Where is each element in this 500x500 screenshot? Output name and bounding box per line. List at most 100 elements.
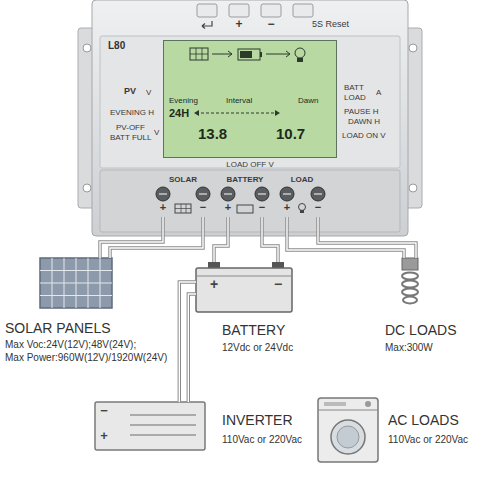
bulb-base: [402, 258, 418, 270]
controller-housing: [92, 0, 408, 236]
indicator-label: PAUSE H: [344, 107, 379, 116]
solar-cell-grid: [40, 258, 112, 308]
indicator-label: PV-OFF: [116, 123, 145, 132]
polarity-sign: −: [200, 201, 206, 214]
node-text: Max Voc:24V(12V);48V(24V);: [5, 339, 136, 351]
terminal-bulb-icon: [299, 204, 306, 211]
lcd-fill: [163, 40, 337, 158]
wire-pair: [287, 236, 416, 258]
lcd-timeline: [196, 113, 278, 114]
node-text: Interval: [226, 96, 252, 105]
wire-outline: [318, 236, 416, 258]
node-text: Dawn: [298, 96, 318, 105]
button-symbol: −: [267, 18, 274, 32]
inverter-group: INVERTER 110Vac or 220Vac: [95, 402, 313, 452]
unit-label: V: [154, 128, 159, 137]
indicator-label: BATT FULL: [110, 133, 152, 142]
terminal-band: [100, 170, 400, 232]
indicator-label: BATT: [344, 83, 364, 92]
indicator-label: EVENING H: [110, 108, 154, 117]
terminal-label: BATTERY: [227, 175, 264, 184]
terminal-bulb-base: [300, 210, 304, 213]
unit-label: V: [146, 88, 151, 97]
polarity-sign: −: [315, 201, 321, 214]
lcd-panel-icon: [190, 48, 208, 60]
node-heading: DC LOADS: [385, 322, 457, 338]
indicator-label: PV: [124, 86, 136, 96]
lcd-bulb-icon: [295, 48, 305, 58]
node-heading: Evening: [169, 96, 198, 105]
polarity-sign: +: [225, 201, 231, 214]
terminal-panel-grid: [175, 204, 191, 213]
moon-icon: [301, 19, 309, 29]
lcd-panel-grid: [190, 48, 208, 60]
polarity-sign: +: [100, 429, 108, 444]
bulb-spiral: [402, 281, 418, 288]
lcd-battery-icon: [238, 49, 260, 60]
battery-body: [196, 268, 292, 312]
wire-outline: [287, 236, 404, 258]
mounting-hole: [83, 44, 91, 52]
node-text: 10.7: [276, 125, 305, 142]
button: [293, 4, 313, 17]
wire-core: [262, 236, 278, 262]
mounting-hole: [409, 184, 417, 192]
wire-outline: [179, 282, 196, 402]
wire-outline: [110, 236, 203, 258]
wire-stub: [163, 217, 318, 236]
unit-label: A: [376, 88, 381, 97]
polarity-sign: −: [274, 276, 282, 292]
inverter-vents: [130, 415, 196, 435]
wire-core: [188, 294, 196, 402]
solar-panel: [40, 258, 112, 308]
lcd-screen: Evening Interval Dawn 24H 13.8 10.7: [163, 40, 337, 158]
wire-core: [287, 236, 404, 258]
button-label: 5S Reset: [312, 19, 349, 29]
indicator-label: LOAD: [344, 93, 366, 102]
lcd-battery-level: [240, 51, 252, 58]
battery-post: [272, 262, 284, 268]
wire-core: [179, 282, 196, 402]
wire-core: [110, 236, 203, 258]
washer-drawer: [324, 402, 346, 406]
node-heading: INVERTER: [222, 412, 293, 428]
wire-outline: [214, 236, 228, 262]
node-heading: AC LOADS: [388, 412, 459, 428]
node-text: Max:300W: [385, 342, 433, 354]
face-panel: [100, 36, 400, 168]
bulb-spiral: [402, 273, 418, 280]
wire-outline: [262, 236, 278, 262]
terminal-label: SOLAR: [169, 175, 197, 184]
lcd-bulb-base: [297, 58, 303, 62]
polarity-sign: +: [160, 201, 166, 214]
wire-pair: [179, 282, 196, 402]
node-text: 13.8: [198, 125, 227, 142]
indicator-label: DAWN H: [348, 117, 380, 126]
washer-knob: [365, 401, 371, 407]
node-text: Max Power:960W(12V)/1920W(24V): [5, 352, 167, 364]
node-heading: L80: [108, 40, 125, 52]
button: [229, 4, 249, 17]
node-text: 12Vdc or 24Vdc: [222, 342, 293, 354]
lcd-battery-nub: [260, 52, 262, 57]
node-heading: SOLAR PANELS: [5, 320, 111, 336]
polarity-sign: −: [100, 404, 108, 419]
node-text: 110Vac or 220Vac: [222, 434, 302, 446]
wire-pair: [214, 236, 278, 262]
bulb-spiral: [403, 297, 417, 304]
node-text: 24H: [169, 107, 189, 120]
bulb-spiral: [402, 289, 418, 296]
enter-icon: [202, 21, 212, 29]
polarity-sign: +: [284, 201, 290, 214]
node-text: 110Vac or 220Vac: [388, 434, 468, 446]
wire-core: [214, 236, 228, 262]
lcd-flow-arrow: [212, 51, 290, 57]
indicator-label: LOAD OFF V: [226, 160, 274, 169]
terminal-label: LOAD: [291, 175, 314, 184]
polarity-sign: −: [259, 201, 265, 214]
indicator-label: LOAD ON V: [342, 131, 386, 140]
wire-outline: [188, 294, 196, 402]
polarity-sign: +: [210, 276, 218, 292]
screw-slot: [159, 193, 322, 195]
